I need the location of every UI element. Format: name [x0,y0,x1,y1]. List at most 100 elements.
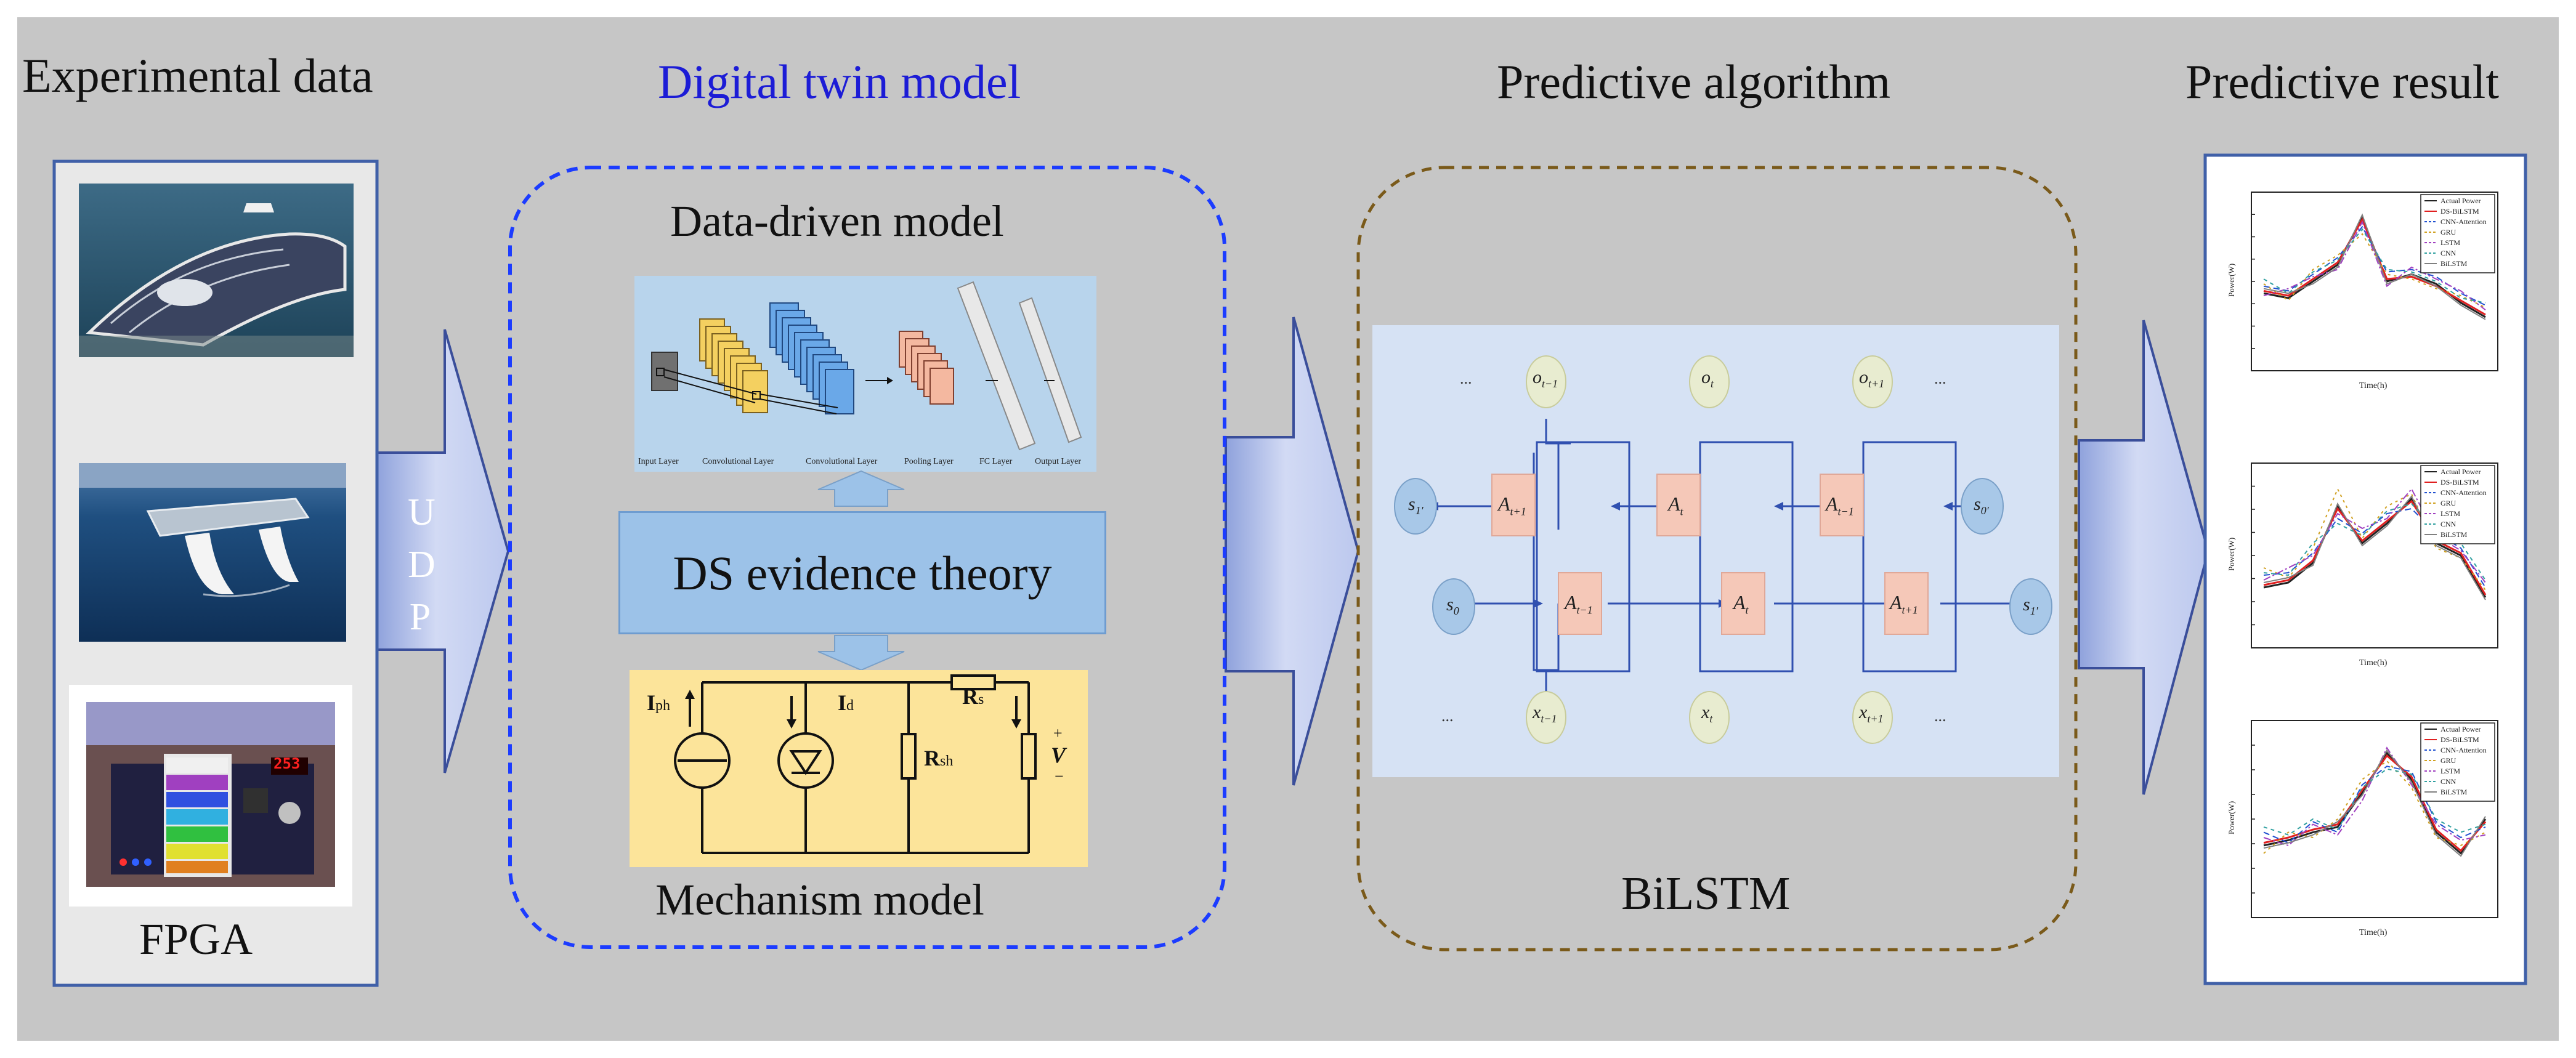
cnn-pooling-layer [899,331,954,405]
v-minus-label: − [1055,767,1064,785]
result-chart-2-legend-label: CNN-Attention [2440,488,2487,497]
result-chart-1-legend-label: DS-BiLSTM [2440,207,2479,216]
output-label-3: ot+1 [1859,367,1885,390]
backward-cell-2 [1656,474,1701,536]
result-chart-3-xlabel: Time(h) [2359,928,2388,937]
cnn-label-output: Output Layer [1035,457,1082,466]
udp-arrow [376,329,510,773]
udp-label: UDP [408,491,435,638]
ds-evidence-label: DS evidence theory [673,546,1052,600]
result-chart-1-series-6 [2263,228,2486,304]
cnn-conv-layer-2 [769,302,854,414]
result-chart-2-legend-label: DS-BiLSTM [2440,478,2479,487]
result-chart-2-legend-label: CNN [2440,520,2457,528]
result-chart-1-legend [2420,194,2495,273]
state-node-top-left [1394,478,1437,535]
result-chart-3-legend-label: BiLSTM [2440,788,2468,796]
result-chart-1-series-7 [2263,213,2486,320]
ellipsis-top-left: ... [1460,369,1472,387]
ellipsis-bottom-right: ... [1934,707,1946,725]
state-label-top-left: s1′ [1408,494,1424,517]
result-chart-3-legend-label: CNN [2440,777,2457,786]
state-node-bottom-left [1432,578,1475,635]
bilstm-label: BiLSTM [1621,868,1791,919]
result-chart-1-series-4 [2263,233,2486,309]
experimental-data-title: Experimental data [22,49,373,102]
state-label-top-right: s0′ [1974,494,1989,517]
input-label-3: xt+1 [1859,702,1884,725]
result-chart-1-legend-label: Actual Power [2440,196,2481,205]
result-chart-2-series-6 [2263,503,2486,581]
cnn-label-conv1: Convolutional Layer [702,457,774,466]
ds-down-arrow [817,635,905,671]
result-chart-3-legend-label: GRU [2440,756,2457,765]
state-label-bottom-left: s0 [1446,594,1459,617]
output-node-3 [1852,355,1893,408]
fpga-label: FPGA [139,915,253,964]
digital-twin-title: Digital twin model [658,55,1021,108]
id-label: Id [838,690,854,715]
result-chart-2-ylabel: Power(W) [2227,538,2236,571]
cnn-label-conv2: Convolutional Layer [806,457,878,466]
cnn-label-fc: FC Layer [979,457,1013,466]
output-node-2 [1689,355,1730,408]
result-chart-1-ylabel: Power(W) [2227,264,2236,297]
cnn-label-input: Input Layer [638,457,679,466]
iph-label: Iph [647,690,671,715]
output-node-1 [1526,355,1566,408]
series-resistor [950,674,996,690]
result-chart-3-legend-label: LSTM [2440,767,2460,775]
ellipsis-bottom-left: ... [1441,707,1454,725]
forward-cell-label-3: At+1 [1890,591,1918,616]
solar-catamaran-photo [79,463,346,642]
result-chart-2-series-7 [2263,495,2486,600]
v-plus-label: + [1053,724,1063,742]
state-node-bottom-right [2009,578,2052,635]
cnn-fc-layer [957,281,1036,451]
result-chart-3-legend-label: Actual Power [2440,725,2481,733]
result-chart-3-series-7 [2263,749,2486,857]
forward-cell-label-2: At [1733,591,1749,616]
result-chart-1-legend-label: BiLSTM [2440,259,2468,268]
mechanism-model-label: Mechanism model [655,875,984,924]
ellipsis-top-right: ... [1934,369,1946,387]
backward-cell-label-1: At+1 [1498,493,1526,518]
input-label-2: xt [1701,702,1713,725]
solar-boat-photo [79,184,354,357]
input-node-3 [1852,691,1893,744]
flow-arrow-2 [2078,320,2210,795]
ds-up-arrow [817,470,905,507]
result-chart-3-legend-label: DS-BiLSTM [2440,735,2479,744]
result-chart-2-legend-label: GRU [2440,499,2457,507]
backward-cell-label-3: At−1 [1826,493,1854,518]
output-label-2: ot [1701,367,1714,390]
forward-cell-label-1: At−1 [1565,591,1593,616]
result-chart-2-xlabel: Time(h) [2359,658,2388,668]
result-chart-2-legend-label: LSTM [2440,509,2460,518]
state-label-bottom-right: s1′ [2023,594,2038,617]
predictive-algorithm-title: Predictive algorithm [1497,55,1891,108]
result-chart-3-series-5 [2263,746,2486,847]
result-chart-1-legend-label: GRU [2440,228,2457,236]
result-chart-2-legend [2420,465,2495,544]
cnn-output-layer [1018,297,1082,443]
forward-cell-2 [1721,572,1765,635]
result-chart-2-legend-label: BiLSTM [2440,530,2468,539]
input-node-2 [1689,691,1730,744]
state-node-top-right [1961,478,2004,535]
result-chart-2-series-1 [2263,497,2487,598]
circuit-panel [630,670,1088,867]
result-chart-2-legend-label: Actual Power [2440,467,2481,476]
result-chart-2-series-4 [2263,487,2486,591]
result-chart-3-legend-label: CNN-Attention [2440,746,2487,754]
backward-cell-1 [1491,474,1536,536]
result-chart-1-legend-label: LSTM [2440,238,2460,247]
forward-cell-1 [1558,572,1602,635]
result-chart-3-ylabel: Power(W) [2227,801,2236,834]
